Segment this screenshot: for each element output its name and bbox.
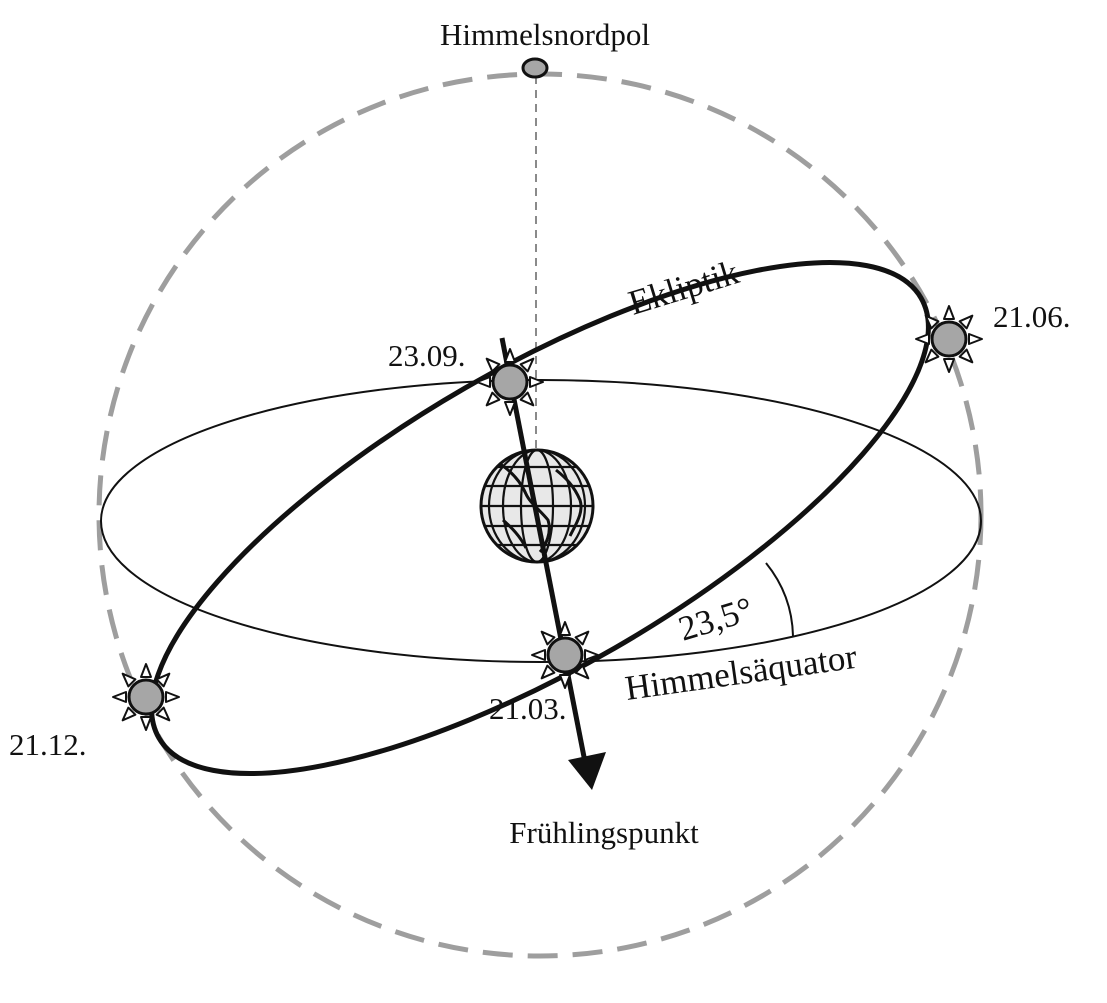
sun-icon-dec [111,662,181,732]
sun-icon-sep [475,347,545,417]
vernal-axis-arrowhead [568,752,606,790]
angle-arc [765,562,794,637]
label-date-jun: 21.06. [993,299,1071,334]
sun-icon-mar [530,620,600,690]
celestial-equator-ellipse [100,379,982,663]
label-vernal-point: Frühlingspunkt [509,815,699,850]
label-date-sep: 23.09. [388,338,466,373]
vernal-axis-line [499,337,588,763]
label-angle: 23,5° [674,589,757,648]
label-ecliptic: Ekliptik [624,252,744,322]
label-date-mar: 21.03. [489,691,567,726]
label-date-dec: 21.12. [9,727,87,762]
sun-icon-jun [914,304,984,374]
pole-marker-icon [521,57,549,79]
label-pole: Himmelsnordpol [440,17,650,52]
ecliptic-ellipse [149,260,931,776]
